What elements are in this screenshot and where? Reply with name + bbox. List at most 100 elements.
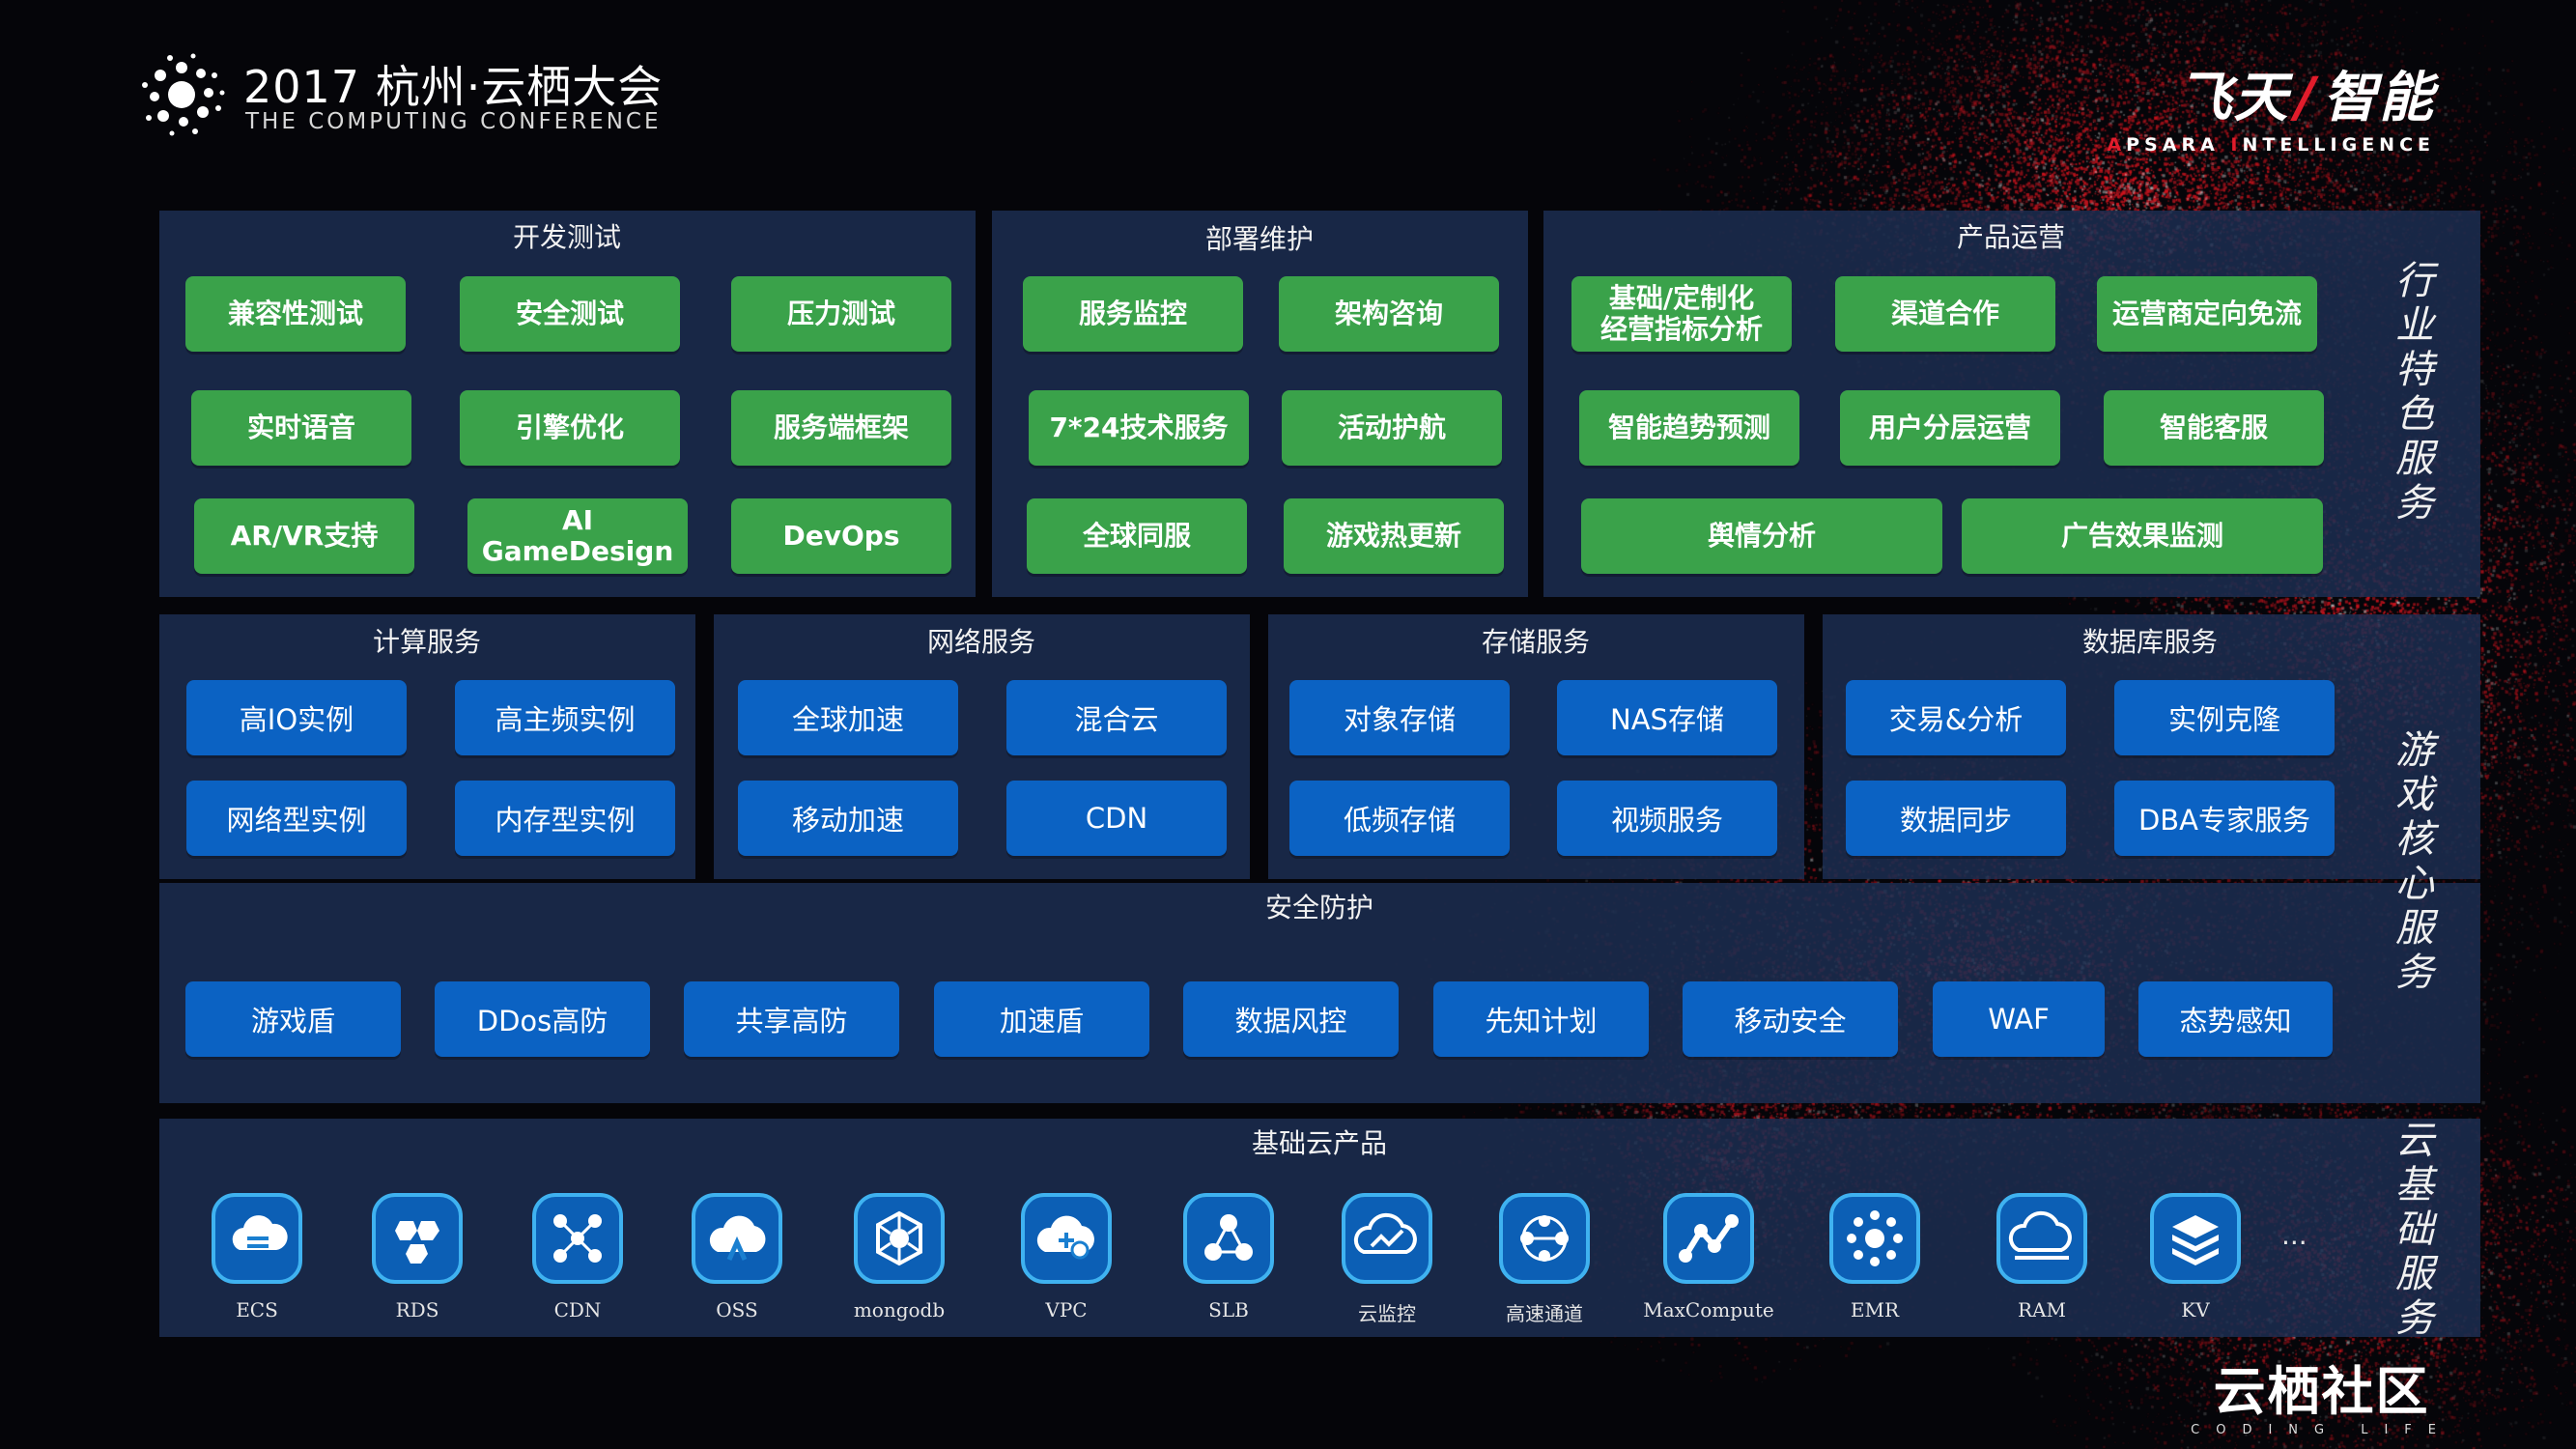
data-sync-button[interactable]: 数据同步 (1846, 781, 2066, 856)
industry-side-label: 行 业 特 色 服 务 (2386, 259, 2444, 526)
memory-instance-button[interactable]: 内存型实例 (455, 781, 675, 856)
ad-monitoring-button[interactable]: 广告效果监测 (1962, 498, 2323, 574)
base-product-label: KV (2181, 1298, 2210, 1321)
game-shield-button[interactable]: 游戏盾 (185, 981, 401, 1057)
rds-icon[interactable] (371, 1192, 464, 1285)
base-product-label: MaxCompute (1643, 1298, 1774, 1321)
service-monitoring-button[interactable]: 服务监控 (1023, 276, 1243, 352)
side-char: 础 (2395, 1208, 2434, 1252)
brand-sub-d: NTELLIGENCE (2242, 134, 2435, 156)
brand-sub-c: I (2230, 134, 2243, 156)
situation-awareness-button[interactable]: 态势感知 (2138, 981, 2333, 1057)
security-title: 安全防护 (1264, 892, 1374, 923)
side-char: 服 (2395, 906, 2434, 951)
brand-title: 飞天/智能 (2107, 54, 2435, 132)
side-char: 心 (2395, 862, 2434, 906)
conference-subtitle: THE COMPUTING CONFERENCE (245, 109, 662, 134)
hybrid-cloud-button[interactable]: 混合云 (1006, 680, 1227, 755)
waf-button[interactable]: WAF (1933, 981, 2105, 1057)
yunqi-conference-logo-icon (142, 53, 225, 136)
transaction-analysis-button[interactable]: 交易&分析 (1846, 680, 2066, 755)
side-char: 务 (2395, 1296, 2434, 1341)
kv-icon[interactable] (2149, 1192, 2242, 1285)
ecs-icon[interactable] (211, 1192, 303, 1285)
carrier-free-traffic-button[interactable]: 运营商定向免流 (2097, 276, 2317, 352)
acceleration-shield-button[interactable]: 加速盾 (934, 981, 1149, 1057)
sentiment-analysis-button[interactable]: 舆情分析 (1581, 498, 1942, 574)
trend-prediction-button[interactable]: 智能趋势预测 (1579, 390, 1799, 466)
product-ops-title: 产品运营 (1956, 221, 2066, 253)
high-frequency-instance-button[interactable]: 高主频实例 (455, 680, 675, 755)
security-test-button[interactable]: 安全测试 (460, 276, 680, 352)
devops-button[interactable]: DevOps (731, 498, 951, 574)
side-char: 游 (2395, 728, 2434, 773)
global-server-button[interactable]: 全球同服 (1027, 498, 1247, 574)
side-char: 业 (2395, 303, 2434, 348)
base-product-label: RDS (395, 1298, 439, 1321)
base-product-label: 云监控 (1358, 1302, 1416, 1325)
instance-clone-button[interactable]: 实例克隆 (2114, 680, 2335, 755)
side-char: 服 (2395, 1252, 2434, 1296)
stress-test-button[interactable]: 压力测试 (731, 276, 951, 352)
side-char: 云 (2395, 1119, 2434, 1163)
community-title: 云栖社区 (2213, 1361, 2430, 1422)
ddos-protection-button[interactable]: DDos高防 (435, 981, 650, 1057)
slb-icon[interactable] (1182, 1192, 1275, 1285)
cdn-icon[interactable] (531, 1192, 624, 1285)
architecture-consulting-button[interactable]: 架构咨询 (1279, 276, 1499, 352)
side-char: 戏 (2395, 773, 2434, 817)
base-product-label: OSS (716, 1298, 758, 1321)
network-title: 网络服务 (926, 626, 1036, 658)
ai-game-design-button[interactable]: AI GameDesign (467, 498, 688, 574)
brand-sub-b: PSARA (2126, 134, 2231, 156)
brand-sub-a: A (2107, 134, 2127, 156)
more-products-ellipsis: ... (2281, 1219, 2307, 1251)
network-instance-button[interactable]: 网络型实例 (186, 781, 407, 856)
emr-icon[interactable] (1828, 1192, 1921, 1285)
hot-update-button[interactable]: 游戏热更新 (1284, 498, 1504, 574)
24x7-support-button[interactable]: 7*24技术服务 (1029, 390, 1249, 466)
conference-title: 2017 杭州·云栖大会 (243, 61, 664, 113)
compute-title: 计算服务 (372, 626, 482, 658)
cdn-button[interactable]: CDN (1006, 781, 1227, 856)
community-subtitle: CODING LIFE (2191, 1423, 2452, 1437)
risk-control-button[interactable]: 数据风控 (1183, 981, 1399, 1057)
side-char: 核 (2395, 817, 2434, 862)
core-side-label: 游 戏 核 心 服 务 (2386, 728, 2444, 995)
archive-storage-button[interactable]: 低频存储 (1289, 781, 1510, 856)
user-segmentation-button[interactable]: 用户分层运营 (1840, 390, 2060, 466)
shared-protection-button[interactable]: 共享高防 (684, 981, 899, 1057)
kpi-analysis-button[interactable]: 基础/定制化 经营指标分析 (1571, 276, 1792, 352)
dev-test-title: 开发测试 (512, 221, 622, 253)
global-acceleration-button[interactable]: 全球加速 (738, 680, 958, 755)
realtime-voice-button[interactable]: 实时语音 (191, 390, 411, 466)
oss-icon[interactable] (691, 1192, 783, 1285)
apsara-intelligence-logo: 飞天/智能 APSARA INTELLIGENCE (2107, 54, 2435, 156)
database-title: 数据库服务 (2081, 626, 2219, 658)
side-char: 务 (2395, 951, 2434, 995)
video-service-button[interactable]: 视频服务 (1557, 781, 1777, 856)
side-char: 基 (2395, 1163, 2434, 1208)
ram-icon[interactable] (1996, 1192, 2088, 1285)
smart-customer-service-button[interactable]: 智能客服 (2104, 390, 2324, 466)
ar-vr-support-button[interactable]: AR/VR支持 (194, 498, 414, 574)
object-storage-button[interactable]: 对象存储 (1289, 680, 1510, 755)
cloud-monitor-icon[interactable] (1341, 1192, 1433, 1285)
mobile-security-button[interactable]: 移动安全 (1683, 981, 1898, 1057)
mongodb-icon[interactable] (853, 1192, 946, 1285)
server-framework-button[interactable]: 服务端框架 (731, 390, 951, 466)
mobile-acceleration-button[interactable]: 移动加速 (738, 781, 958, 856)
xianzhi-plan-button[interactable]: 先知计划 (1433, 981, 1649, 1057)
high-io-instance-button[interactable]: 高IO实例 (186, 680, 407, 755)
side-char: 特 (2395, 348, 2434, 392)
express-connect-icon[interactable] (1498, 1192, 1591, 1285)
nas-storage-button[interactable]: NAS存储 (1557, 680, 1777, 755)
compatibility-test-button[interactable]: 兼容性测试 (185, 276, 406, 352)
engine-optimization-button[interactable]: 引擎优化 (460, 390, 680, 466)
event-escort-button[interactable]: 活动护航 (1282, 390, 1502, 466)
maxcompute-icon[interactable] (1662, 1192, 1755, 1285)
side-char: 服 (2395, 437, 2434, 481)
dba-expert-button[interactable]: DBA专家服务 (2114, 781, 2335, 856)
channel-cooperation-button[interactable]: 渠道合作 (1835, 276, 2055, 352)
vpc-icon[interactable] (1020, 1192, 1113, 1285)
